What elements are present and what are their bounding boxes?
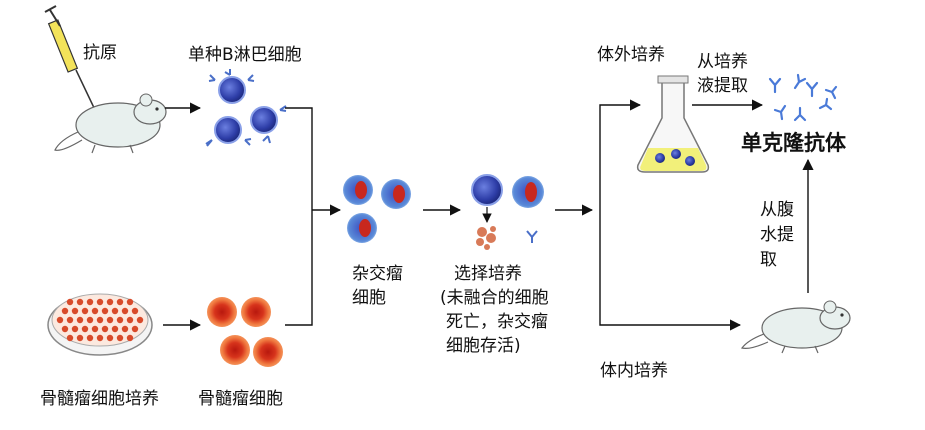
dish-cell-dot — [81, 325, 89, 333]
dish-cell-dot — [111, 325, 119, 333]
dish-cell-dot — [86, 334, 94, 342]
label-in-vitro: 体外培养 — [597, 45, 665, 65]
dish-cell-dot — [106, 298, 114, 306]
dish-cell-dot — [111, 307, 119, 315]
dish-cell-dot — [96, 298, 104, 306]
dish-cell-dot — [71, 325, 79, 333]
dish-cell-dot — [116, 334, 124, 342]
label-selection: 选择培养 (未融合的细胞 死亡，杂交瘤 细胞存活) — [440, 262, 549, 358]
dish-cell-dot — [91, 307, 99, 315]
label-b-cells: 单种B淋巴细胞 — [188, 45, 302, 65]
label-hybridoma-line1: 杂交瘤 — [352, 264, 403, 284]
b-cell — [250, 106, 278, 134]
label-ascites-line1: 从腹 — [760, 200, 794, 220]
label-from-culture-line2: 液提取 — [697, 76, 748, 96]
dish-cell-dot — [101, 325, 109, 333]
dish-cell-dot — [81, 307, 89, 315]
myeloma-cell — [207, 297, 237, 327]
b-cell — [218, 76, 246, 104]
label-selection-line1: 选择培养 — [454, 264, 522, 284]
dish-cell-dot — [101, 307, 109, 315]
dish-cell-dot — [91, 325, 99, 333]
label-ascites-line3: 取 — [760, 250, 777, 270]
myeloma-cell — [220, 335, 250, 365]
dead-cell-fragments — [476, 226, 496, 250]
hybridoma-cells — [343, 175, 411, 243]
dish-cell-dot — [66, 316, 74, 324]
dish-cell-dot — [136, 316, 144, 324]
merge-bracket — [285, 107, 342, 326]
label-selection-line3: 死亡，杂交瘤 — [446, 312, 548, 332]
split-branches — [599, 99, 742, 331]
label-selection-line4: 细胞存活) — [446, 336, 521, 356]
dish-cell-dot — [86, 298, 94, 306]
dish-cell-dot — [116, 316, 124, 324]
dish-cell-dot — [66, 298, 74, 306]
label-myeloma-cells: 骨髓瘤细胞 — [198, 389, 283, 409]
label-ascites-line2: 水提 — [760, 225, 794, 245]
label-antigen: 抗原 — [83, 43, 117, 63]
label-monoclonal-antibody: 单克隆抗体 — [741, 131, 846, 155]
label-hybridoma-line2: 细胞 — [352, 288, 386, 308]
dish-cell-dot — [126, 316, 134, 324]
dish-cell-dot — [106, 334, 114, 342]
dish-cell-dot — [131, 307, 139, 315]
dish-cell-dot — [121, 325, 129, 333]
flask-icon — [636, 75, 710, 173]
label-ascites: 从腹 水提 取 — [760, 198, 794, 273]
dish-cell-dot — [131, 325, 139, 333]
myeloma-cell — [241, 297, 271, 327]
dish-cell-dot — [116, 298, 124, 306]
dish-cell-dot — [96, 334, 104, 342]
dish-cell-dot — [76, 316, 84, 324]
mouse-icon — [740, 300, 851, 354]
dish-cell-dot — [106, 316, 114, 324]
label-from-culture-line1: 从培养 — [697, 52, 748, 72]
selection-cells — [471, 174, 544, 250]
label-myeloma-culture: 骨髓瘤细胞培养 — [40, 389, 159, 409]
dish-cell-dot — [76, 298, 84, 306]
dish-cell-dot — [126, 298, 134, 306]
antibody-icon — [526, 230, 538, 243]
antibody-cluster — [768, 73, 838, 122]
petri-dish-icon — [47, 293, 153, 356]
dish-cell-dot — [56, 316, 64, 324]
dish-cell-dot — [71, 307, 79, 315]
dish-cell-dot — [61, 307, 69, 315]
syringe-icon — [44, 5, 97, 113]
mouse-icon — [54, 93, 167, 154]
dish-cell-dot — [76, 334, 84, 342]
label-hybridoma: 杂交瘤 细胞 — [352, 262, 403, 310]
dish-cell-dot — [96, 316, 104, 324]
label-from-culture: 从培养 液提取 — [697, 50, 748, 98]
myeloma-cell — [253, 337, 283, 367]
myeloma-cells — [207, 297, 283, 367]
b-lymphocyte-cells — [205, 69, 287, 147]
dish-cell-dot — [121, 307, 129, 315]
label-in-vivo: 体内培养 — [600, 361, 668, 381]
dish-cell-dot — [86, 316, 94, 324]
dish-cell-dot — [66, 334, 74, 342]
label-selection-line2: (未融合的细胞 — [440, 288, 549, 308]
dish-cell-dot — [126, 334, 134, 342]
b-cell — [214, 116, 242, 144]
dish-cell-dot — [61, 325, 69, 333]
